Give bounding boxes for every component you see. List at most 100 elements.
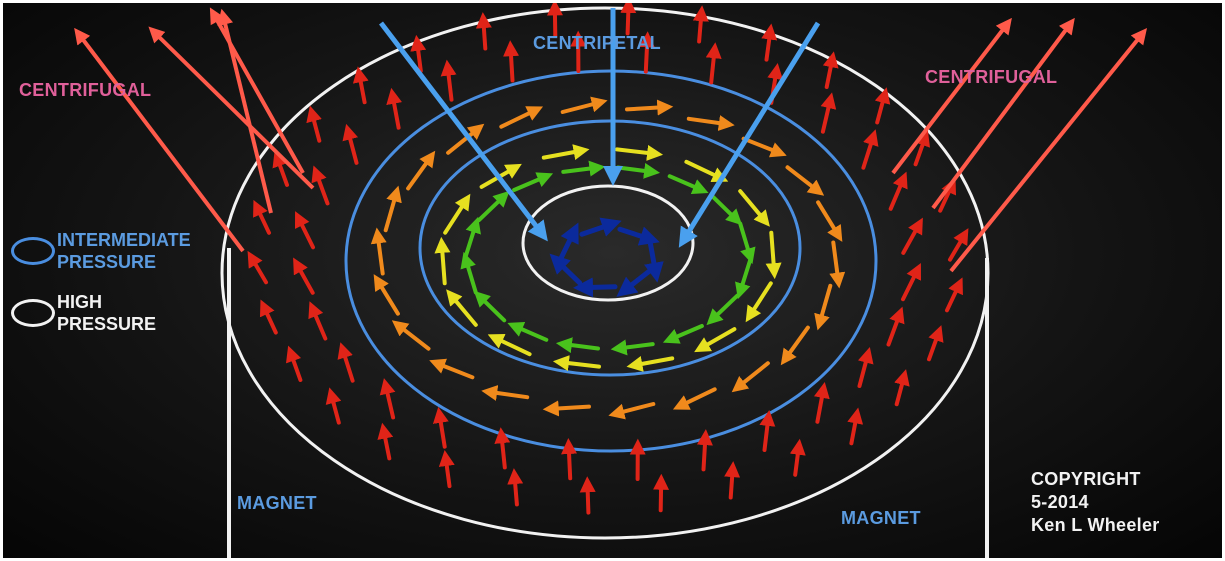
field-arrow bbox=[383, 185, 402, 233]
field-arrow bbox=[886, 306, 905, 347]
field-arrow bbox=[325, 387, 342, 425]
field-arrow bbox=[705, 42, 722, 85]
field-arrow bbox=[706, 293, 740, 326]
field-arrow bbox=[901, 262, 922, 302]
field-arrow bbox=[927, 325, 944, 362]
field-arrow bbox=[337, 342, 355, 383]
field-arrow bbox=[644, 238, 664, 283]
field-arrow bbox=[499, 106, 544, 129]
field-arrow bbox=[253, 199, 271, 235]
field-arrow bbox=[816, 200, 843, 242]
field-arrow bbox=[738, 189, 770, 227]
field-arrow bbox=[306, 105, 322, 143]
field-arrow bbox=[894, 369, 910, 407]
field-arrow bbox=[352, 66, 369, 105]
field-arrow bbox=[608, 402, 656, 420]
field-arrow bbox=[410, 34, 427, 73]
intermediate-pressure-ring-inner bbox=[418, 119, 802, 377]
field-arrow bbox=[379, 378, 396, 420]
field-arrow bbox=[626, 356, 675, 372]
field-arrow bbox=[512, 172, 554, 192]
field-arrow bbox=[638, 31, 655, 74]
field-arrow bbox=[820, 92, 837, 134]
field-arrow bbox=[434, 236, 451, 286]
field-arrow bbox=[692, 5, 709, 44]
centrifugal-arrow bbox=[209, 7, 305, 174]
field-arrow bbox=[557, 222, 579, 263]
field-arrow bbox=[616, 162, 661, 179]
field-arrow bbox=[616, 268, 652, 297]
field-arrow bbox=[684, 159, 729, 183]
field-arrow bbox=[370, 227, 387, 276]
field-arrow bbox=[552, 355, 601, 372]
field-arrow bbox=[724, 461, 741, 500]
centripetal-arrow bbox=[379, 21, 548, 242]
field-arrow bbox=[293, 257, 315, 295]
field-arrow bbox=[829, 240, 846, 289]
high-pressure-ring-icon bbox=[11, 299, 55, 327]
high-pressure-center-ring bbox=[521, 184, 695, 302]
field-arrow bbox=[308, 301, 328, 341]
field-arrow bbox=[731, 361, 770, 393]
copyright-line2: 5-2014 bbox=[1031, 492, 1089, 512]
field-arrow bbox=[285, 345, 303, 382]
legend-intermediate-line1: INTERMEDIATE bbox=[57, 230, 191, 250]
field-arrow bbox=[247, 250, 268, 285]
legend-high: HIGH PRESSURE bbox=[11, 291, 156, 335]
field-arrow bbox=[541, 144, 590, 160]
field-arrow bbox=[785, 165, 825, 196]
centrifugal-label-left: CENTRIFUGAL bbox=[19, 80, 152, 100]
copyright-line1: COPYRIGHT bbox=[1031, 469, 1141, 489]
field-arrow bbox=[573, 277, 618, 298]
field-arrow bbox=[475, 12, 492, 51]
field-arrow bbox=[481, 385, 530, 401]
magnet-label-left: MAGNET bbox=[237, 493, 317, 513]
field-arrow bbox=[822, 51, 839, 89]
legend-high-line2: PRESSURE bbox=[57, 314, 157, 334]
field-arrow bbox=[874, 87, 891, 125]
field-arrow bbox=[487, 333, 532, 357]
field-arrow bbox=[696, 429, 713, 472]
copyright-block: COPYRIGHT 5-2014 Ken L Wheeler bbox=[1031, 468, 1160, 537]
field-arrow bbox=[694, 327, 737, 353]
field-arrow bbox=[443, 193, 471, 235]
field-arrow bbox=[373, 274, 400, 316]
field-arrow bbox=[546, 3, 563, 38]
field-arrow bbox=[561, 438, 578, 481]
field-arrow bbox=[438, 450, 455, 489]
field-arrow bbox=[945, 277, 963, 313]
field-arrow bbox=[503, 40, 520, 83]
field-arrow bbox=[377, 422, 394, 461]
field-arrow bbox=[738, 221, 756, 265]
field-arrow bbox=[625, 99, 674, 116]
centrifugal-arrow bbox=[148, 26, 315, 190]
field-arrow bbox=[948, 228, 969, 262]
field-diagram-svg bbox=[74, 3, 1148, 558]
centripetal-label: CENTRIPETAL bbox=[533, 33, 661, 53]
legend-intermediate-line2: PRESSURE bbox=[57, 252, 157, 272]
field-arrow bbox=[473, 290, 507, 323]
copyright-line3: Ken L Wheeler bbox=[1031, 515, 1160, 535]
field-arrow bbox=[561, 160, 606, 177]
field-arrow bbox=[813, 382, 830, 424]
field-arrow bbox=[741, 136, 787, 158]
field-arrow bbox=[429, 358, 475, 380]
field-arrow bbox=[615, 144, 664, 161]
field-arrow bbox=[847, 407, 864, 446]
field-arrow bbox=[617, 226, 660, 246]
field-arrow bbox=[507, 468, 524, 507]
field-arrow bbox=[653, 473, 670, 513]
field-arrow bbox=[761, 23, 778, 62]
centrifugal-arrow bbox=[931, 17, 1075, 210]
field-arrow bbox=[446, 289, 478, 327]
field-arrow bbox=[620, 3, 637, 36]
centrifugal-arrow bbox=[891, 17, 1012, 175]
field-arrow bbox=[735, 256, 753, 300]
field-arrow bbox=[476, 190, 510, 223]
magnet-label-right: MAGNET bbox=[841, 508, 921, 528]
field-arrow bbox=[311, 165, 330, 206]
field-arrow bbox=[494, 427, 511, 470]
field-arrow bbox=[272, 150, 289, 187]
field-arrow bbox=[460, 251, 478, 295]
field-arrow bbox=[814, 283, 833, 331]
